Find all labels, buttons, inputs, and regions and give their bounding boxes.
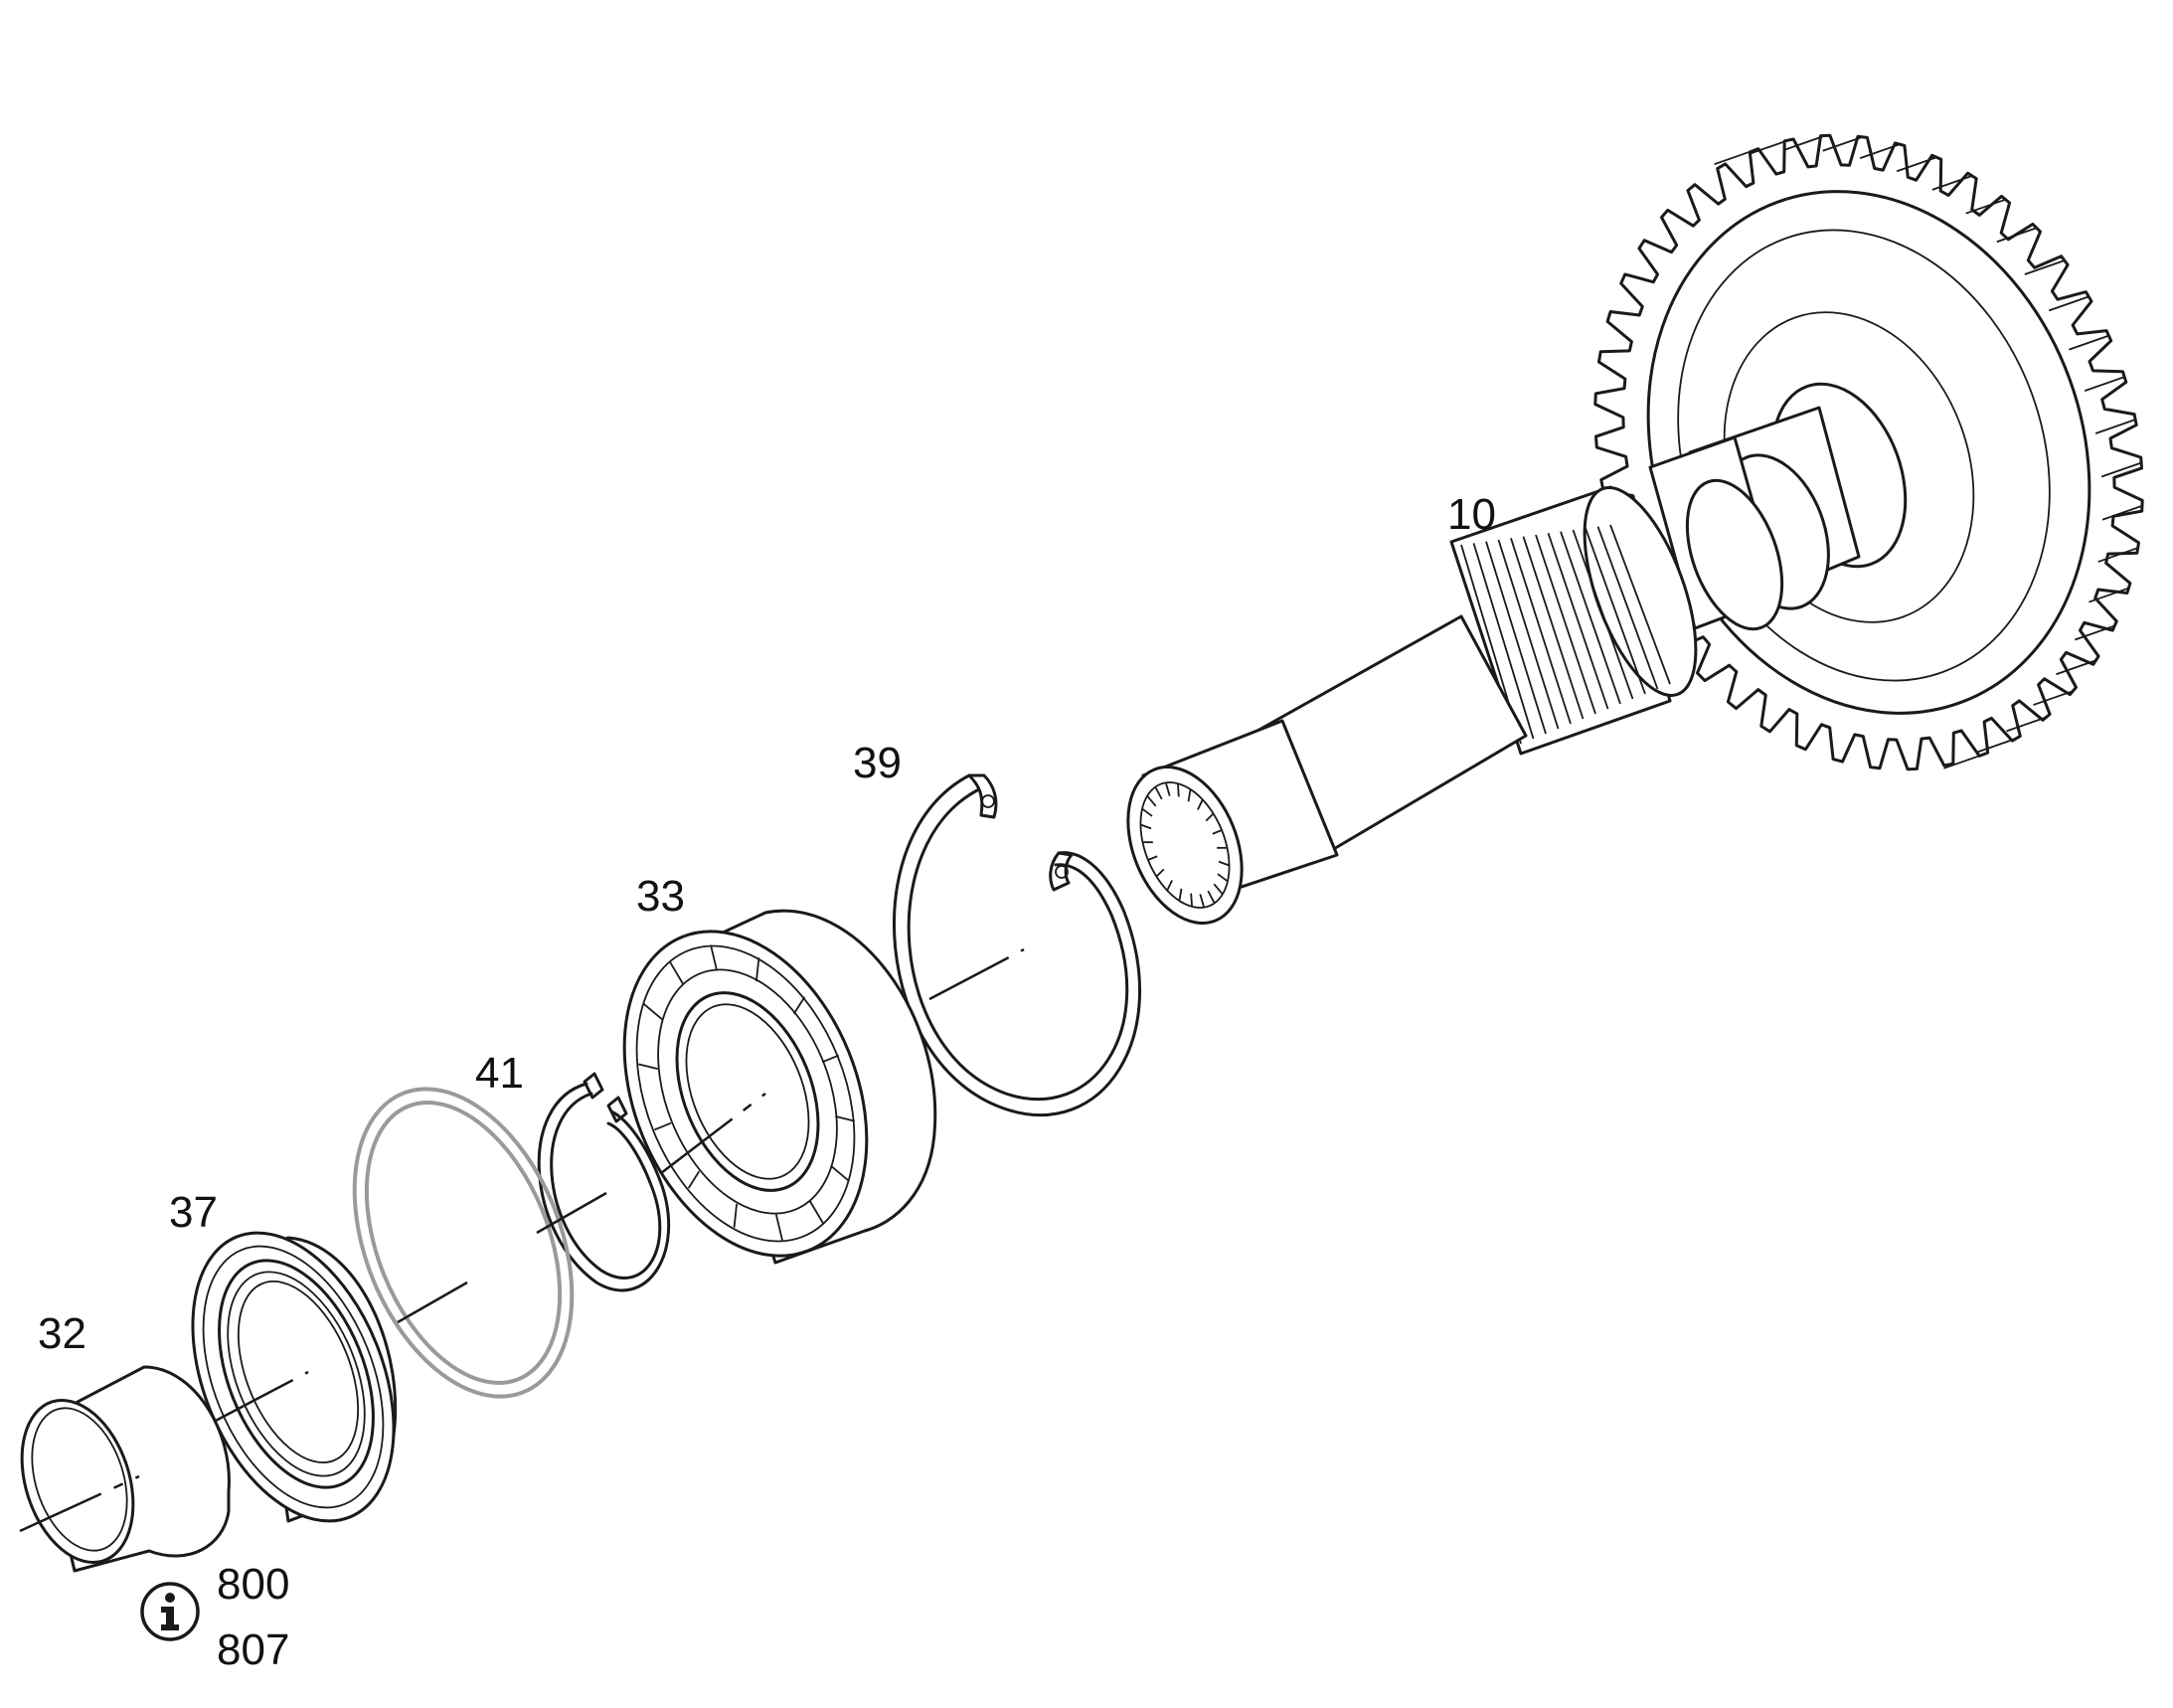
sleeve-32 xyxy=(3,1367,230,1577)
callout-39: 39 xyxy=(853,742,902,785)
callout-33: 33 xyxy=(636,875,685,919)
bearing-33 xyxy=(579,895,934,1291)
info-icon[interactable] xyxy=(139,1581,201,1642)
callout-37: 37 xyxy=(169,1191,218,1235)
callout-10: 10 xyxy=(1447,493,1496,537)
info-reference-807: 807 xyxy=(217,1628,289,1672)
callout-32: 32 xyxy=(38,1312,86,1356)
callout-41: 41 xyxy=(475,1052,524,1096)
info-reference-800: 800 xyxy=(217,1563,289,1607)
